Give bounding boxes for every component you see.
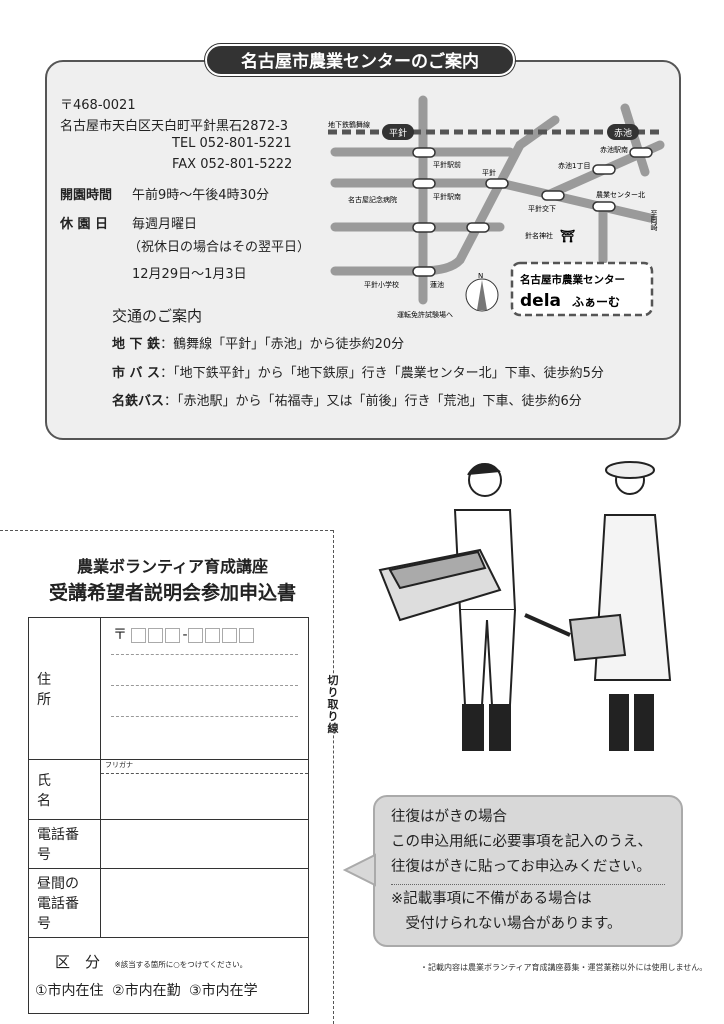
compass-north: N [478, 272, 483, 280]
closed: 毎週月曜日 [132, 217, 198, 232]
map-label: 蓮池 [430, 280, 444, 289]
option-worker[interactable]: ②市内在勤 [112, 983, 181, 999]
line-label: 地下鉄鶴舞線 [328, 120, 370, 129]
shrine-icon: ⛩ [560, 229, 576, 243]
map-label: 平針小学校 [364, 280, 399, 289]
farmers-illustration [378, 461, 672, 751]
access-meitetsu-bus: 名鉄バス：「赤池駅」から「祐福寺」又は「前後」行き「荒池」下車、徒歩約6分 [112, 394, 582, 409]
logo-title: 名古屋市農業センター [520, 273, 625, 286]
access-map: 平針 赤池 地下鉄鶴舞線 平針駅前 平針駅南 平針 平針交下 赤池駅南 赤池1丁… [328, 95, 665, 319]
postal-code: 〒468-0021 [60, 98, 136, 113]
name-field[interactable]: フリガナ [100, 759, 309, 820]
closed-label: 休 園 日 [60, 217, 109, 232]
hours: 午前9時～午後4時30分 [132, 188, 270, 203]
option-student[interactable]: ③市内在学 [189, 983, 258, 999]
info-panel [45, 60, 681, 440]
tel: TEL 052-801-5221 [172, 136, 292, 151]
access-title: 交通のご案内 [112, 307, 203, 325]
map-label: 平針交下 [528, 204, 556, 213]
closed-extra: 12月29日～1月3日 [132, 267, 247, 282]
map-label: 針名神社 [525, 231, 553, 240]
station-hirabari: 平針 [389, 127, 407, 139]
map-label: 名古屋記念病院 [348, 195, 397, 204]
cut-line-vertical [333, 530, 334, 1024]
footnote: ・記載内容は農業ボランティア育成講座募集・運営業務以外には使用しません。 [420, 963, 708, 972]
access-subway: 地 下 鉄：鶴舞線「平針」「赤池」から徒歩約20分 [112, 337, 405, 352]
option-resident[interactable]: ①市内在住 [35, 983, 104, 999]
map-label: 平針駅南 [433, 192, 461, 201]
category-label: 区 分 [55, 953, 101, 971]
category-cell: 区 分 ※該当する箇所に○をつけてください。 ①市内在住 ②市内在勤 ③市内在学 [28, 937, 309, 1014]
category-note: ※該当する箇所に○をつけてください。 [114, 960, 248, 969]
map-label: 赤池駅南 [600, 145, 628, 154]
address: 名古屋市天白区天白町平針黒石2872-3 [60, 119, 289, 134]
map-label: 平針駅前 [433, 160, 461, 169]
furigana-label: フリガナ [101, 760, 308, 774]
application-form: 住 所 〒 - 氏 名 フリガナ 電話番号 昼間の電話番号 区 分 ※該当する箇… [28, 617, 309, 1014]
logo-brand: dela [520, 291, 561, 311]
address-label: 住 所 [28, 617, 101, 760]
map-label: 赤池1丁目 [558, 161, 590, 170]
day-phone-label: 昼間の電話番号 [28, 868, 101, 938]
access-city-bus: 市 バ ス：「地下鉄平針」から「地下鉄原」行き「農業センター北」下車、徒歩約5分 [112, 366, 604, 381]
phone-label: 電話番号 [28, 819, 101, 869]
map-label: 農業センター北 [596, 190, 645, 199]
map-label: 平針 [482, 168, 496, 177]
map-label: 至岡崎 [650, 210, 658, 231]
form-title-1: 農業ボランティア育成講座 [76, 557, 269, 576]
fax: FAX 052-801-5222 [172, 157, 293, 172]
form-title-2: 受講希望者説明会参加申込書 [48, 582, 296, 604]
phone-field[interactable] [100, 819, 309, 869]
day-phone-field[interactable] [100, 868, 309, 938]
station-akaike: 赤池 [614, 127, 632, 139]
map-label: 運転免許試験場へ [397, 310, 453, 319]
closed-note: （祝休日の場合はその翌平日） [128, 240, 311, 255]
cut-line-top [0, 530, 333, 531]
hours-label: 開園時間 [60, 188, 113, 203]
name-label: 氏 名 [28, 759, 101, 820]
arrow-left-icon [343, 853, 376, 887]
logo-brand-sub: ふぁーむ [572, 295, 620, 309]
cut-line-label: 切り取り線 [326, 674, 340, 735]
address-field[interactable]: 〒 - [100, 617, 309, 760]
return-postcard-note: 往復はがきの場合 この申込用紙に必要事項を記入のうえ、 往復はがきに貼ってお申込… [373, 795, 683, 947]
info-title: 名古屋市農業センターのご案内 [204, 43, 516, 77]
